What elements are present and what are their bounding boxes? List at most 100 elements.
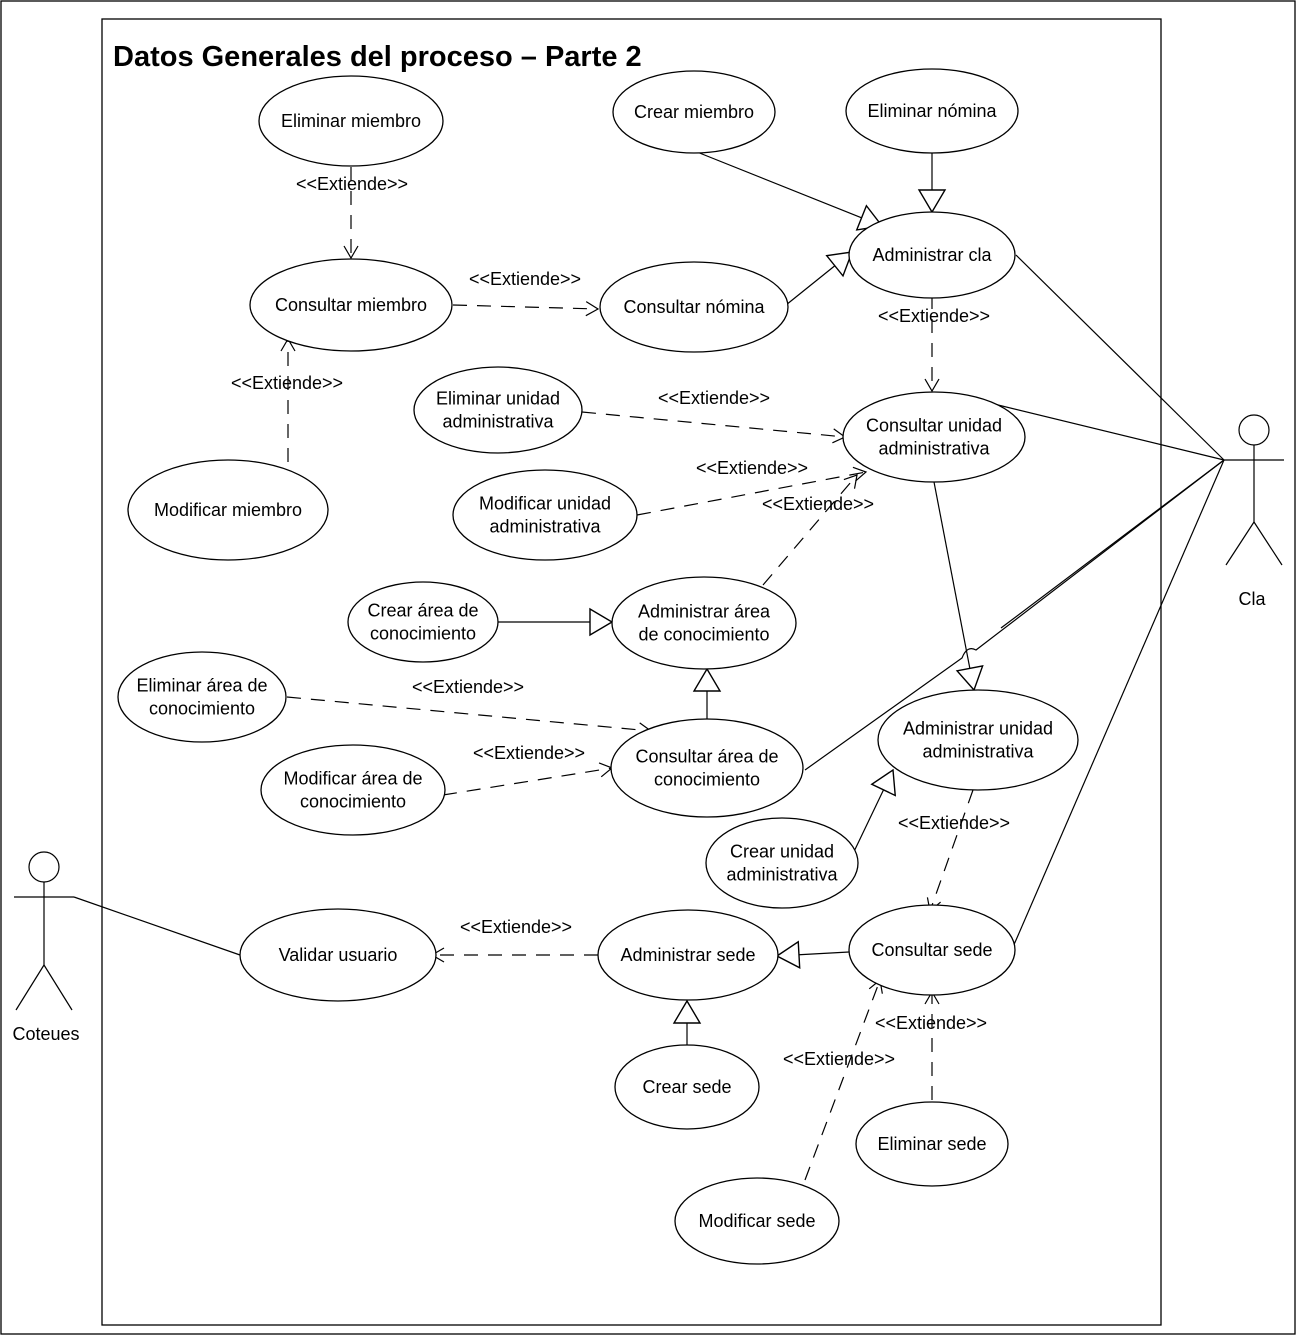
use-case-label: Crear miembro: [634, 102, 754, 122]
actor-cla: Cla: [1224, 414, 1284, 609]
use-case-label: Consultar miembro: [275, 295, 427, 315]
use-case-ellipse: [848, 211, 1016, 299]
actor-coteues-leg-right: [43, 964, 73, 1011]
generalization-line: [933, 481, 971, 669]
actor-cla-head: [1238, 414, 1270, 446]
use-case-label: Consultar nómina: [623, 297, 765, 317]
generalization-line: [696, 151, 862, 219]
use-case-ellipse: [842, 391, 1026, 483]
extend-arrowhead: [343, 245, 359, 260]
use-case-label: Eliminar miembro: [281, 111, 421, 131]
extend-dependency-line: [442, 767, 613, 796]
use-case-label: Eliminar área de: [136, 676, 267, 696]
use-case-ellipse: [413, 366, 583, 454]
extend-dependency-line: [452, 304, 599, 310]
use-case-eliminar-nomina: Eliminar nómina: [845, 68, 1019, 154]
use-case-label: Modificar área de: [283, 769, 422, 789]
actor-cla-leg-right: [1253, 521, 1283, 566]
use-case-administrar-cla: Administrar cla: [848, 211, 1016, 299]
association-line: [804, 459, 1225, 771]
use-case-label: Eliminar nómina: [867, 101, 997, 121]
diagram-title: Datos Generales del proceso – Parte 2: [113, 41, 642, 73]
use-case-ellipse: [877, 689, 1079, 791]
use-case-ellipse: [260, 744, 446, 836]
extend-label: <<Extiende>>: [658, 388, 770, 408]
use-case-label: Administrar área: [638, 602, 771, 622]
actor-cla-label: Cla: [1238, 589, 1266, 609]
association-line: [993, 403, 1225, 461]
use-case-ellipse: [597, 909, 779, 1001]
use-case-ellipse: [611, 576, 797, 670]
use-case-label: Consultar área de: [635, 747, 778, 767]
extend-label: <<Extiende>>: [231, 373, 343, 393]
use-case-label: conocimiento: [654, 770, 760, 790]
use-case-label: Modificar sede: [698, 1211, 815, 1231]
extend-label: <<Extiende>>: [469, 269, 581, 289]
use-case-eliminar-sede: Eliminar sede: [855, 1101, 1009, 1187]
use-case-label: Modificar miembro: [154, 500, 302, 520]
extend-dependency-line: [929, 789, 974, 912]
extend-label: <<Extiende>>: [696, 458, 808, 478]
use-case-label: administrativa: [442, 412, 554, 432]
use-case-ellipse: [599, 261, 789, 353]
extend-label: <<Extiende>>: [762, 494, 874, 514]
use-case-label: Crear unidad: [730, 842, 834, 862]
use-case-label: Modificar unidad: [479, 494, 611, 514]
extend-arrowhead: [924, 378, 940, 393]
extend-dependency-line: [762, 474, 858, 586]
use-case-label: conocimiento: [370, 624, 476, 644]
extend-label: <<Extiende>>: [473, 743, 585, 763]
extend-arrowhead: [585, 301, 600, 317]
extend-label: <<Extiende>>: [875, 1013, 987, 1033]
use-case-label: Consultar unidad: [866, 416, 1002, 436]
use-case-administrar-area: Administrar área de conocimiento: [611, 576, 797, 670]
generalization-arrowhead: [589, 607, 614, 637]
extend-arrowhead: [843, 474, 858, 489]
extend-label: <<Extiende>>: [460, 917, 572, 937]
extend-label: <<Extiende>>: [412, 677, 524, 697]
use-case-administrar-sede: Administrar sede: [597, 909, 779, 1001]
use-case-crear-area: Crear área de conocimiento: [347, 581, 499, 663]
system-boundary: [101, 18, 1162, 1326]
use-case-validar-usuario: Validar usuario: [239, 908, 437, 1002]
extend-dependency-line: [636, 471, 867, 516]
extend-labels: <<Extiende>> <<Extiende>> <<Extiende>> <<Ex…: [231, 174, 1010, 1069]
extend-dependency-line: [286, 696, 652, 732]
use-case-label: conocimiento: [149, 699, 255, 719]
use-case-crear-sede: Crear sede: [614, 1044, 760, 1130]
use-case-ellipse: [612, 70, 776, 154]
use-case-label: Validar usuario: [279, 945, 398, 965]
generalization-arrowhead: [775, 940, 801, 969]
use-case-label: de conocimiento: [638, 625, 769, 645]
use-case-ellipse: [239, 908, 437, 1002]
use-case-label: Consultar sede: [871, 940, 992, 960]
use-case-ellipse: [674, 1177, 840, 1265]
use-case-label: Crear área de: [367, 601, 478, 621]
actor-coteues-head: [28, 851, 60, 883]
use-case-ellipse: [855, 1101, 1009, 1187]
extend-arrowhead: [852, 466, 868, 482]
generalization-arrowhead: [955, 665, 984, 692]
extend-dependency-line: [581, 411, 846, 438]
relationship-lines: [73, 151, 1225, 1181]
use-case-ellipse: [117, 651, 287, 743]
actor-coteues: Coteues: [12, 851, 80, 1044]
use-case-ellipse: [347, 581, 499, 663]
association-line: [1012, 459, 1225, 948]
use-case-ellipse: [127, 459, 329, 561]
generalization-arrowhead: [870, 768, 897, 797]
use-case-ellipse: [452, 469, 638, 561]
generalization-arrowhead: [825, 251, 854, 278]
use-case-ellipse: [848, 904, 1016, 996]
extend-label: <<Extiende>>: [898, 813, 1010, 833]
use-case-consultar-miembro: Consultar miembro: [249, 258, 453, 352]
use-case-nodes: Eliminar miembro Crear miembro Eliminar nó…: [117, 68, 1079, 1265]
extend-arrowhead: [598, 762, 614, 778]
use-case-label: Administrar sede: [620, 945, 755, 965]
actor-coteues-label: Coteues: [12, 1024, 79, 1044]
